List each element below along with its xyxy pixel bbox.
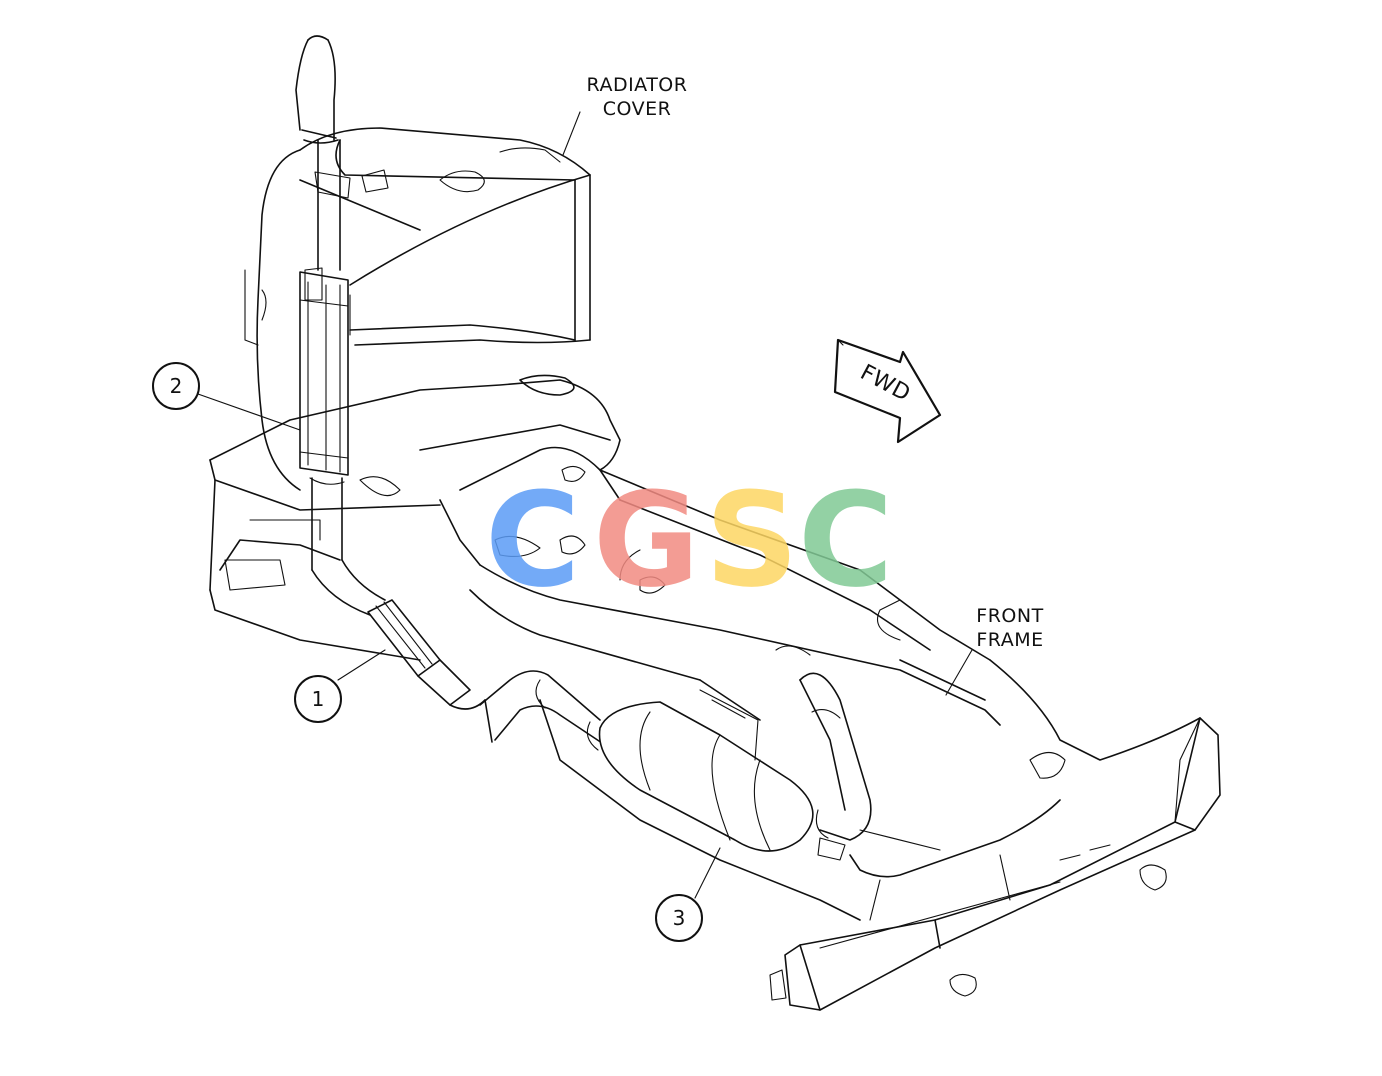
front-frame-line-1: FRONT: [976, 605, 1044, 627]
radiator-cover-line-2: COVER: [602, 98, 672, 120]
leader-lines: [197, 111, 973, 899]
front-frame-line-2: FRAME: [976, 629, 1044, 651]
radiator-cover-drawing: [244, 127, 591, 491]
callout-1: 1: [294, 675, 342, 723]
exhaust-stack-drawing: [295, 35, 386, 616]
watermark-letter-2: G: [593, 464, 700, 616]
radiator-cover-line-1: RADIATOR: [586, 74, 688, 96]
front-frame-label: FRONT FRAME: [950, 604, 1070, 652]
exhaust-pipe-drawing: [367, 599, 606, 751]
radiator-cover-label: RADIATOR COVER: [572, 73, 702, 121]
front-bumper-drawing: [769, 717, 1221, 1011]
front-frame-drawing: [209, 374, 1201, 921]
muffler-drawing: [598, 645, 872, 852]
watermark-letter-4: C: [798, 464, 894, 616]
fwd-arrow: [833, 338, 942, 444]
callout-2: 2: [152, 362, 200, 410]
watermark-letter-3: S: [705, 464, 799, 616]
watermark-letter-1: C: [485, 464, 581, 616]
callout-3: 3: [655, 894, 703, 942]
